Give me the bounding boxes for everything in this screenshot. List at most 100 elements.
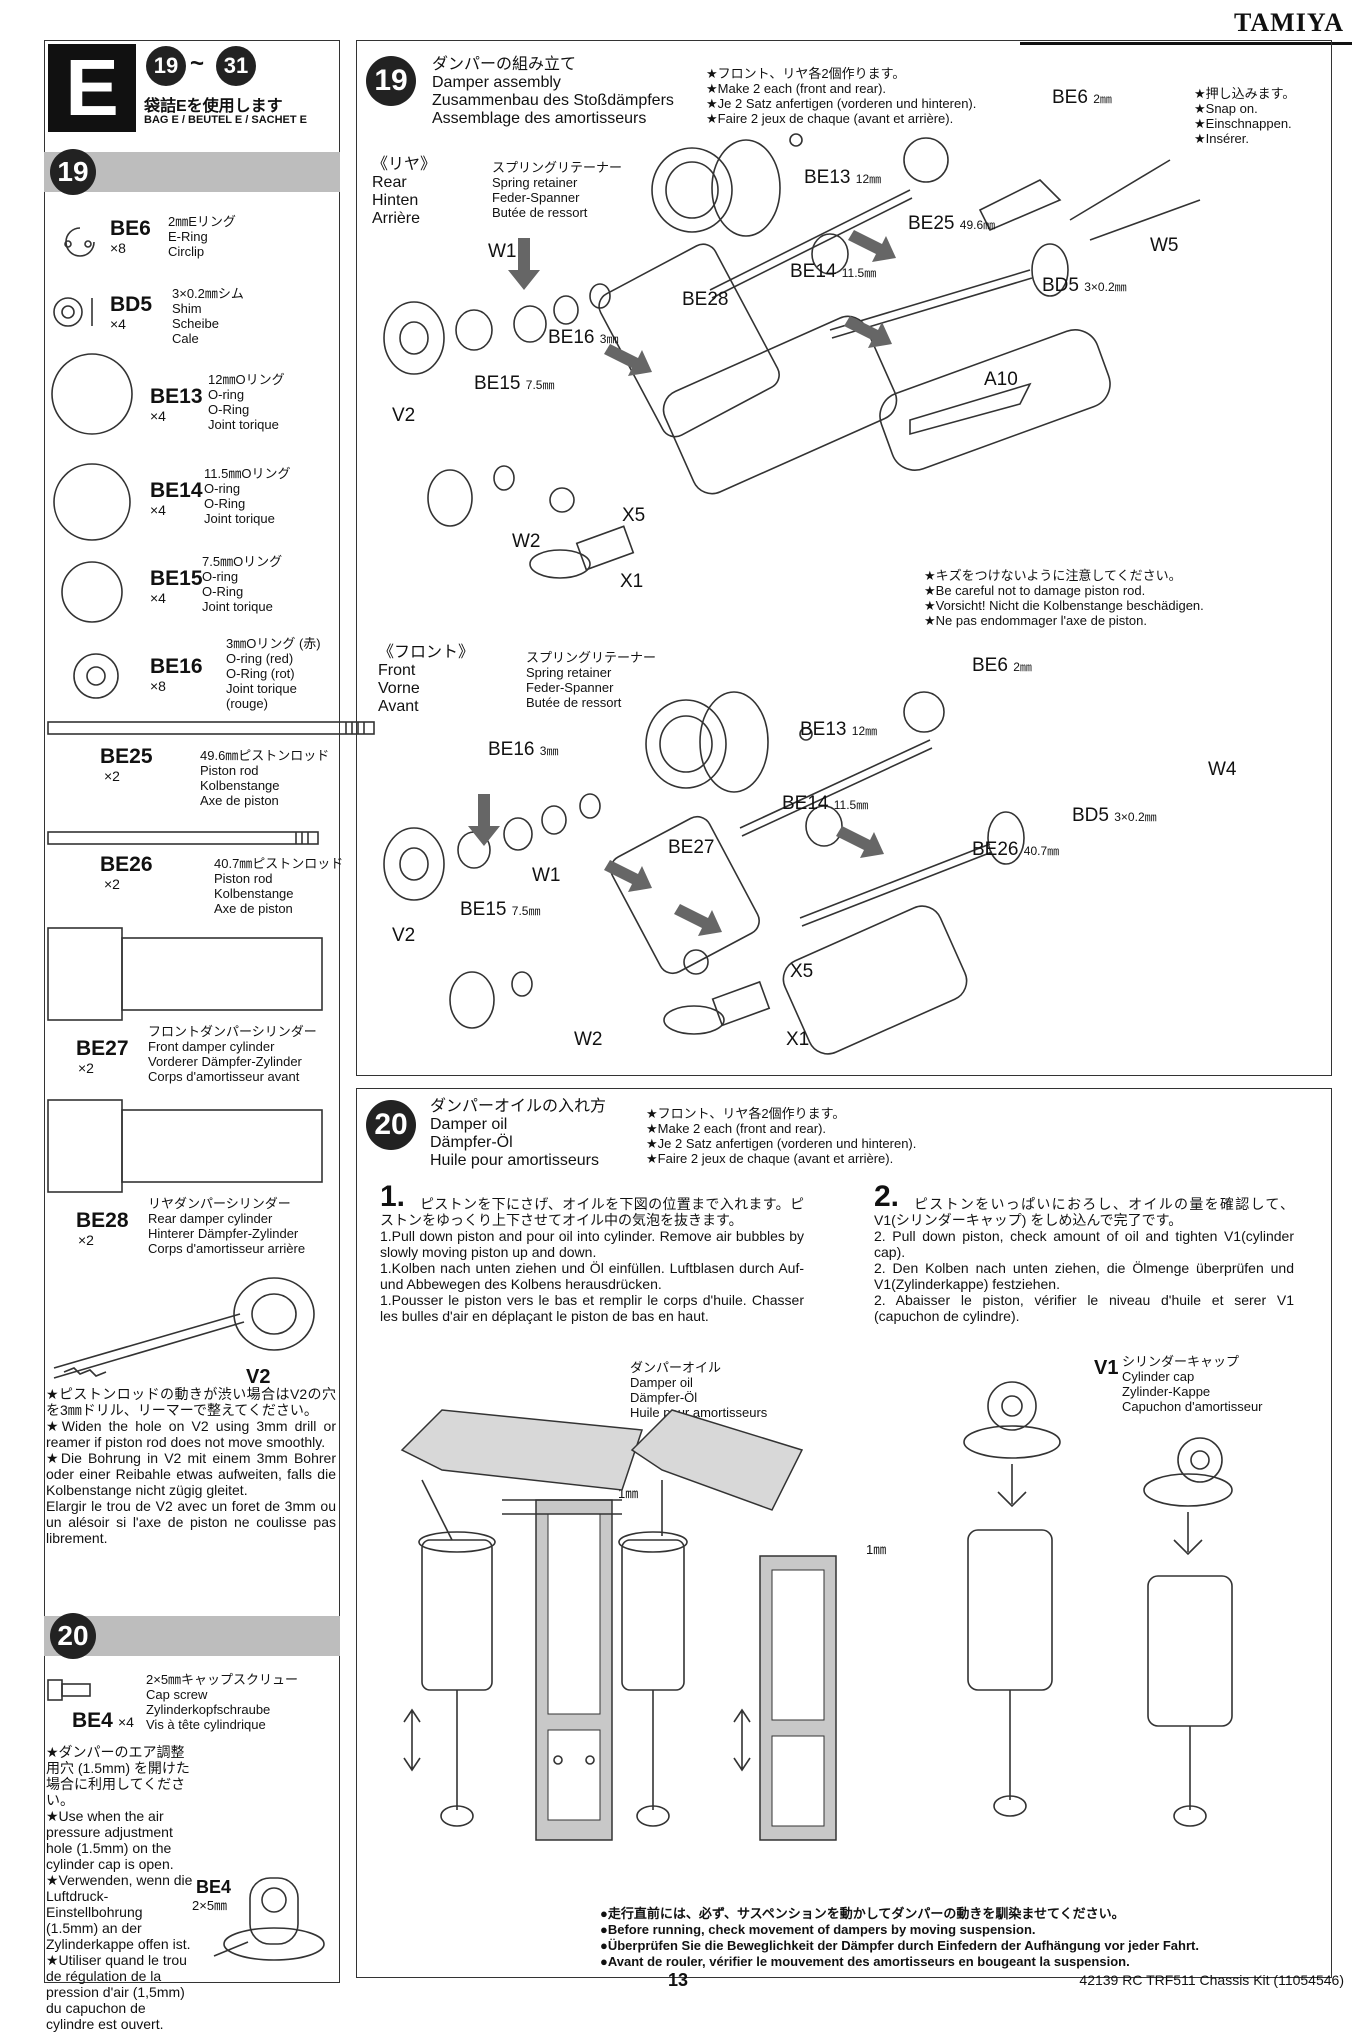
label-w4: W4 (1208, 759, 1237, 780)
part-code: BE27 (76, 1037, 129, 1060)
front-damper-exploded-drawing (383, 691, 1025, 1055)
label-w1-front: W1 (532, 865, 561, 886)
part-desc: 3㎜Oリング (赤) O-ring (red) O-Ring (rot) Joi… (226, 636, 321, 711)
step20-number: 20 (366, 1100, 416, 1150)
part-code: BE16 (150, 655, 203, 678)
step19-number: 19 (366, 56, 416, 106)
part-qty: ×2 (78, 1060, 94, 1076)
label-be14-front: BE14 11.5㎜ (782, 793, 869, 814)
part-code: BE13 (150, 385, 203, 408)
step19-note: ★フロント、リヤ各2個作ります。 ★Make 2 each (front and… (706, 66, 977, 126)
rear-damper-cylinder-icon (47, 1099, 323, 1193)
front-heading: 《フロント》 Front Vorne Avant (378, 644, 475, 715)
part-code: BD5 (110, 293, 153, 316)
part-desc: 2㎜Eリング E-Ring Circlip (168, 214, 236, 259)
v1-text: シリンダーキャップ Cylinder cap Zylinder-Kappe Ca… (1122, 1354, 1263, 1414)
oil-level-1mm-b: 1㎜ (866, 1542, 887, 1557)
oil-level-1mm-a: 1㎜ (618, 1486, 639, 1501)
label-bd5-rear: BD5 3×0.2㎜ (1042, 275, 1127, 296)
part-desc: 49.6㎜ピストンロッド Piston rod Kolbenstange Axe… (200, 748, 330, 808)
page-number: 13 (668, 1970, 689, 1990)
step20-panel (356, 1088, 1332, 1978)
label-be6-rear: BE6 2㎜ (1052, 87, 1112, 108)
bag-letter: E (48, 44, 136, 132)
label-be15-rear: BE15 7.5㎜ (474, 373, 555, 394)
step19-title: ダンパーの組み立て Damper assembly Zusammenbau de… (432, 56, 674, 127)
part-desc: 12㎜Oリング O-ring O-Ring Joint torique (208, 372, 285, 432)
cap-screw-icon (47, 1679, 91, 1701)
rear-damper-exploded-drawing (383, 133, 1201, 579)
top-rule (1020, 42, 1352, 45)
part-qty: ×4 (150, 590, 166, 606)
part-qty: ×2 (78, 1232, 94, 1248)
rear-retainer-label: スプリングリテーナー Spring retainer Feder-Spanner… (492, 160, 623, 220)
circlip-icon (64, 227, 95, 257)
part-desc: 40.7㎜ピストンロッド Piston rod Kolbenstange Axe… (214, 856, 344, 916)
label-be14-rear: BE14 11.5㎜ (790, 261, 877, 282)
label-bd5-front: BD5 3×0.2㎜ (1072, 805, 1157, 826)
v2-label: V2 (246, 1366, 271, 1388)
brand-logo: TAMIYA (1233, 8, 1344, 37)
part-qty: ×8 (150, 678, 166, 694)
label-w2-rear: W2 (512, 531, 541, 552)
part-code: BE28 (76, 1209, 129, 1232)
label-be28: BE28 (682, 289, 729, 310)
part-desc: 11.5㎜Oリング O-ring O-Ring Joint torique (204, 466, 291, 526)
part-qty: ×4 (150, 408, 166, 424)
part-code: BE15 (150, 567, 203, 590)
o-ring-7-5mm-icon (61, 561, 123, 623)
sub1-text: ピストンを下にさげ、オイルを下図の位置まで入れます。ピストンをゆっくり上下させて… (380, 1196, 804, 1324)
label-be27: BE27 (668, 837, 715, 858)
label-x1-front: X1 (786, 1029, 810, 1050)
side-step20-num: 20 (50, 1613, 96, 1659)
part-qty: ×2 (104, 876, 120, 892)
part-qty: ×8 (110, 240, 126, 256)
label-x5-rear: X5 (622, 505, 646, 526)
label-be13-rear: BE13 12㎜ (804, 167, 882, 188)
label-be13-front: BE13 12㎜ (800, 719, 878, 740)
sub2-number: 2. (874, 1180, 900, 1213)
o-ring-11-5mm-icon (53, 463, 131, 541)
o-ring-red-icon (73, 653, 119, 699)
bag-header: E 19 ~ 31 袋詰Eを使用します BAG E / BEUTEL E / S… (44, 40, 340, 136)
label-x5-front: X5 (790, 961, 814, 982)
label-be26: BE26 40.7㎜ (972, 839, 1060, 860)
rod-care-note: ★キズをつけないように注意してください。 ★Be careful not to … (924, 568, 1204, 628)
front-damper-cylinder-icon (47, 927, 323, 1021)
part-code: BE25 (100, 745, 153, 768)
label-be16-rear: BE16 3㎜ (548, 327, 619, 348)
label-be6-front: BE6 2㎜ (972, 655, 1032, 676)
part-qty: ×4 (150, 502, 166, 518)
be4-small-size: 2×5㎜ (192, 1898, 228, 1913)
part-qty: ×2 (104, 768, 120, 784)
part-desc: フロントダンパーシリンダー Front damper cylinder Vord… (148, 1024, 317, 1084)
label-be16-front: BE16 3㎜ (488, 739, 559, 760)
piston-rod-40-7mm-icon (47, 831, 319, 845)
label-x1-rear: X1 (620, 571, 644, 592)
label-v2-front: V2 (392, 925, 416, 946)
be4-desc: 2×5㎜キャップスクリュー Cap screw Zylinderkopfschr… (146, 1672, 299, 1732)
part-code: BE26 (100, 853, 153, 876)
part-desc: リヤダンパーシリンダー Rear damper cylinder Hintere… (148, 1196, 306, 1256)
v1-label: V1 (1094, 1357, 1119, 1379)
part-qty: ×4 (110, 316, 126, 332)
front-retainer-label: スプリングリテーナー Spring retainer Feder-Spanner… (526, 650, 657, 710)
side-step19-num: 19 (50, 149, 96, 195)
label-be25: BE25 49.6㎜ (908, 213, 996, 234)
label-a10: A10 (984, 369, 1018, 390)
be4-qty: ×4 (118, 1714, 134, 1730)
be4-small-code: BE4 (196, 1877, 232, 1897)
kit-name: 42139 RC TRF511 Chassis Kit (11054546) (1079, 1972, 1344, 1988)
step20-note: ★フロント、リヤ各2個作ります。 ★Make 2 each (front and… (646, 1106, 917, 1166)
rear-heading: 《リヤ》 Rear Hinten Arrière (372, 156, 437, 227)
step19-panel (356, 40, 1332, 1076)
snap-note: ★押し込みます。 ★Snap on. ★Einschnappen. ★Insér… (1194, 86, 1296, 146)
label-v2-rear: V2 (392, 405, 416, 426)
v2-reamer-illustration (53, 1277, 315, 1379)
bag-step-from: 19 (146, 46, 186, 86)
sub2-text: ピストンをいっぱいにおろし、オイルの量を確認して、V1(シリンダーキャップ) を… (874, 1196, 1294, 1324)
label-w2-front: W2 (574, 1029, 603, 1050)
sub1-number: 1. (380, 1180, 406, 1213)
be4-note: ★ダンパーのエア調整用穴 (1.5mm) を開けた場合に利用してください。 ★U… (46, 1744, 193, 2032)
bag-tilde: ~ (190, 50, 205, 77)
